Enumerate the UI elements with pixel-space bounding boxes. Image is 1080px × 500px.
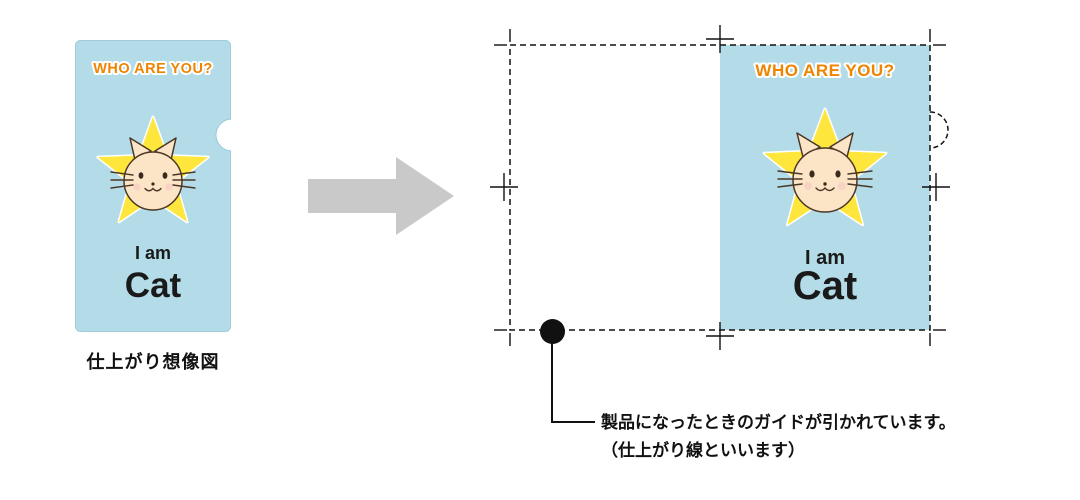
art-title: Cat (793, 264, 857, 308)
art-title: Cat (125, 266, 182, 305)
print-layout-board: WHO ARE YOU? I am Cat (490, 25, 950, 350)
folder-mockup: WHO ARE YOU? I am Cat (75, 40, 231, 332)
callout-line-vertical (551, 331, 553, 423)
annotation-line1: 製品になったときのガイドが引かれています。 (601, 413, 956, 432)
trim-marks (490, 25, 950, 350)
design-panel: WHO ARE YOU? I am Cat (720, 45, 930, 330)
art-subline: I am (135, 243, 171, 263)
folder-thumb-notch (215, 118, 231, 152)
annotation-line2: （仕上がり線といいます） (601, 441, 805, 460)
annotation: 製品になったときのガイドが引かれています。 （仕上がり線といいます） (601, 409, 956, 465)
cat-face-icon (110, 137, 196, 211)
cat-face-icon (777, 132, 873, 213)
art-headline: WHO ARE YOU? (93, 61, 213, 77)
art-subline: I am (805, 247, 845, 269)
arrow-right-icon (308, 157, 454, 235)
art-headline: WHO ARE YOU? (755, 61, 894, 80)
mockup-caption: 仕上がり想像図 (86, 352, 220, 372)
callout-line-elbow (551, 421, 595, 423)
thumb-notch-guide (929, 111, 949, 149)
